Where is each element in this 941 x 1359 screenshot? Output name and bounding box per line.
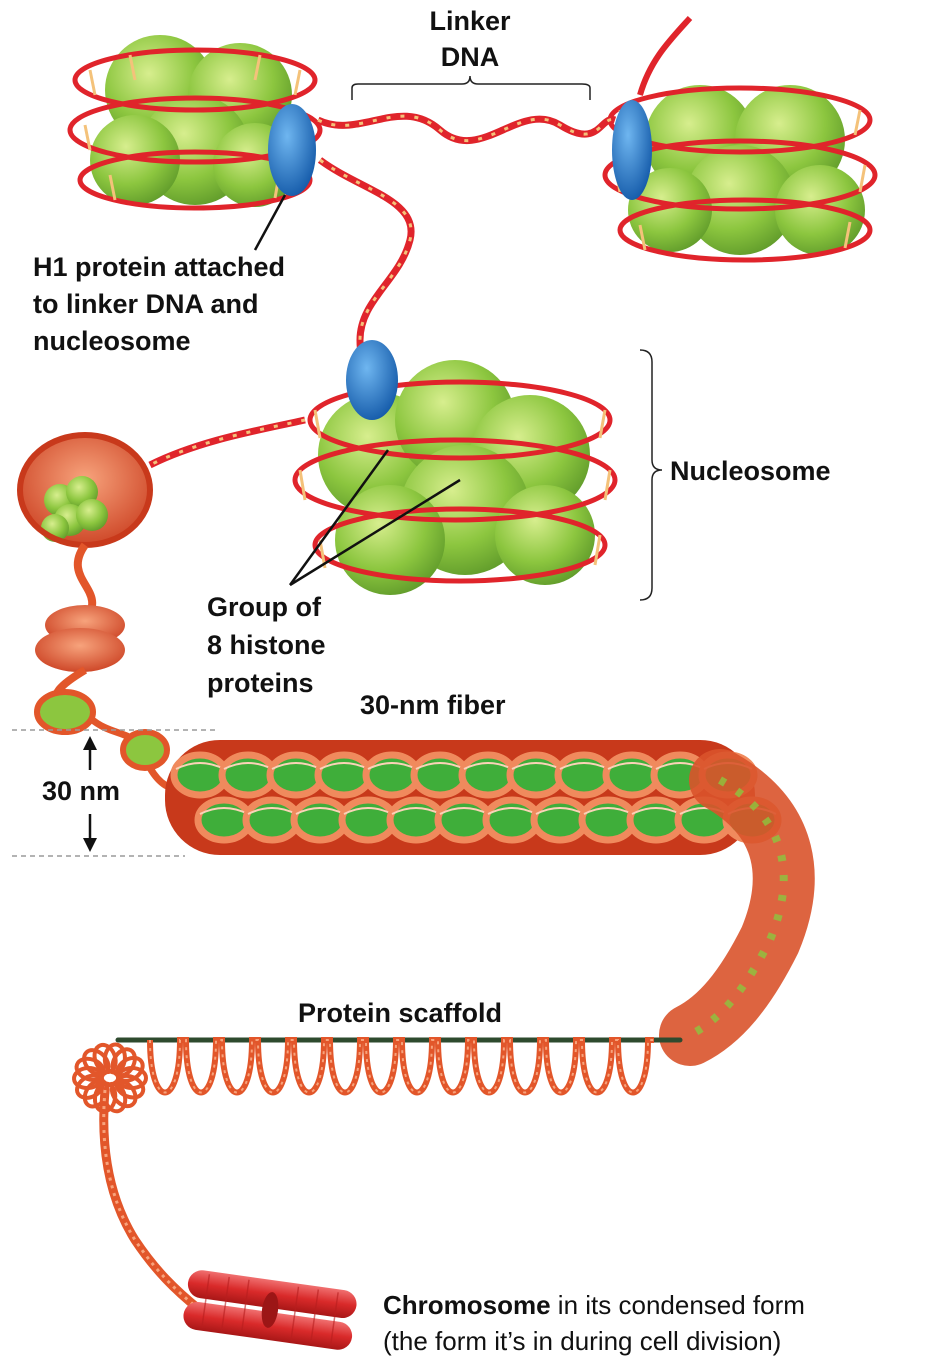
- fiber-coil: [318, 755, 370, 795]
- label-chromosome-line1: Chromosome in its condensed form: [383, 1290, 805, 1320]
- dna-free-end: [640, 18, 690, 95]
- nucleosome-middle: [295, 340, 615, 595]
- scaffold-loop-strand: [150, 1040, 654, 1093]
- fiber-coil: [294, 800, 346, 840]
- chromosome: [182, 1268, 359, 1351]
- beads-on-string: [20, 435, 185, 790]
- fiber-coil: [630, 800, 682, 840]
- fiber-coil: [414, 755, 466, 795]
- label-histone-line1: Group of: [207, 592, 322, 622]
- label-chromosome-rest: in its condensed form: [551, 1290, 805, 1320]
- fiber-coil: [558, 755, 610, 795]
- nucleosome-top-right: [605, 18, 875, 260]
- label-30nm-fiber: 30-nm fiber: [360, 690, 506, 720]
- fiber-coil: [270, 755, 322, 795]
- fiber-coil: [438, 800, 490, 840]
- label-30nm-scale: 30 nm: [42, 776, 120, 806]
- histone-octamer: [628, 85, 865, 255]
- fiber-coil: [510, 755, 562, 795]
- fiber-coil: [246, 800, 298, 840]
- chromatin-strand: [104, 1090, 200, 1310]
- h1-protein: [268, 104, 316, 196]
- fiber-coil: [342, 800, 394, 840]
- fiber-coil: [174, 755, 226, 795]
- label-h1-line3: nucleosome: [33, 326, 191, 356]
- fiber-coil: [366, 755, 418, 795]
- fiber-coil: [534, 800, 586, 840]
- label-chromosome-bold: Chromosome: [383, 1290, 551, 1320]
- fiber-coil: [222, 755, 274, 795]
- label-protein-scaffold: Protein scaffold: [298, 998, 502, 1028]
- label-linker-dna-1: Linker: [429, 6, 511, 36]
- fiber-coil: [606, 755, 658, 795]
- fiber-coil: [198, 800, 250, 840]
- linker-dna-brace: [352, 76, 590, 100]
- scaffold-loops: [150, 1040, 654, 1093]
- label-histone-line2: 8 histone: [207, 630, 326, 660]
- fiber-coil: [390, 800, 442, 840]
- h1-protein: [346, 340, 398, 420]
- histone-octamer: [90, 35, 297, 207]
- label-h1-line2: to linker DNA and: [33, 289, 259, 319]
- label-chromosome-line2: (the form it’s in during cell division): [383, 1326, 781, 1356]
- label-histone-line3: proteins: [207, 668, 314, 698]
- fiber-30nm: [165, 740, 784, 1035]
- linker-dna-left: [150, 420, 305, 465]
- fiber-coil: [582, 800, 634, 840]
- label-h1-line1: H1 protein attached: [33, 252, 285, 282]
- label-nucleosome: Nucleosome: [670, 456, 831, 486]
- fiber-coil: [486, 800, 538, 840]
- nucleosome-top-left: [70, 35, 320, 208]
- protein-scaffold: [118, 1040, 680, 1093]
- fiber-coil: [462, 755, 514, 795]
- nucleosome-bracket: [640, 350, 662, 600]
- chromatin-knot: [73, 1042, 147, 1114]
- h1-protein: [612, 100, 652, 200]
- label-linker-dna-2: DNA: [441, 42, 500, 72]
- condensing-chromatin: [73, 1042, 200, 1310]
- linker-dna-top: [318, 116, 615, 140]
